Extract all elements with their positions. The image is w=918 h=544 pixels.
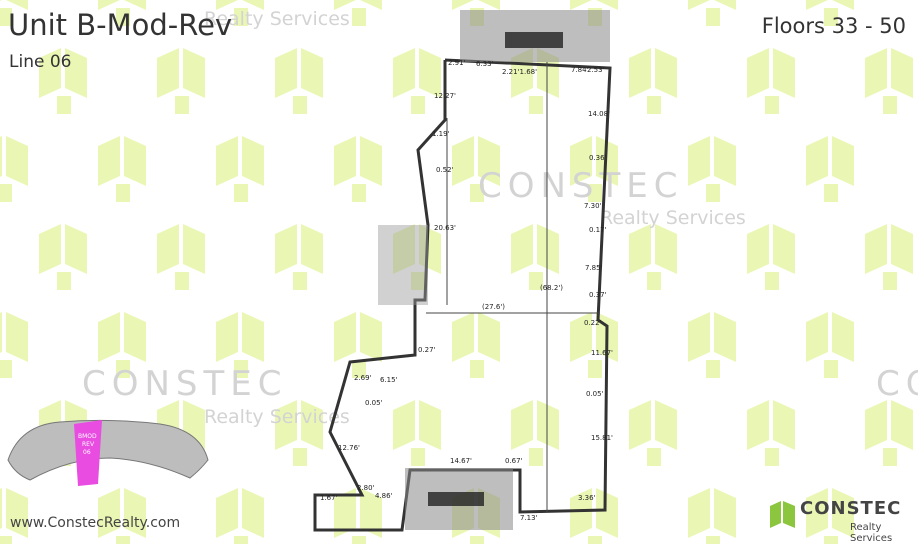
dim-label: 6.33' xyxy=(476,60,494,68)
dim-label: 2.91' xyxy=(448,59,466,67)
website-url[interactable]: www.ConstecRealty.com xyxy=(10,515,181,531)
dim-label: 0.36' xyxy=(589,154,607,162)
watermark-shape xyxy=(0,312,28,378)
watermark-constec: CO xyxy=(876,364,918,404)
balcony-north-shading xyxy=(505,32,563,48)
watermark-shape xyxy=(157,48,205,114)
dim-label: 7.13' xyxy=(520,514,538,522)
keyplan-unit-label: BMOD xyxy=(78,433,97,440)
unit-title: Unit B-Mod-Rev xyxy=(8,8,233,42)
watermark-constec: CONSTEC xyxy=(82,364,288,404)
dim-label: 0.05' xyxy=(365,399,383,407)
dim-label: (27.6') xyxy=(482,303,505,311)
dim-label: 1.67' xyxy=(320,494,338,502)
balcony-south-shading xyxy=(428,492,484,506)
watermark-shape xyxy=(865,224,913,290)
building-key-plan: BMOD REV 06 xyxy=(7,419,209,486)
constec-logo: CONSTEC Realty Services xyxy=(768,494,913,544)
floor-plan-drawing: 2.91' 6.33' 7.84' 2.53' 2.21'1.68' 12.27… xyxy=(313,10,613,532)
watermark-shape xyxy=(747,224,795,290)
watermark-shape xyxy=(157,224,205,290)
dim-label: 2.21'1.68' xyxy=(502,68,537,76)
dim-label: 7.85' xyxy=(585,264,603,272)
dim-label: 2.80' xyxy=(357,484,375,492)
dim-label: 12.76' xyxy=(338,444,360,452)
watermark-shape xyxy=(39,224,87,290)
dim-label: 20.63' xyxy=(434,224,456,232)
dim-label: 12.27' xyxy=(434,92,456,100)
watermark-realty: Realty Services xyxy=(600,207,746,229)
watermark-shape xyxy=(688,312,736,378)
dim-label: 1.19' xyxy=(432,130,450,138)
watermark-shape xyxy=(747,400,795,466)
dim-label: 7.30' xyxy=(584,202,602,210)
dim-label: 15.81' xyxy=(591,434,613,442)
dim-label: 3.36' xyxy=(578,494,596,502)
watermark-shape xyxy=(806,312,854,378)
dim-label: 0.67' xyxy=(505,457,523,465)
entry-stair xyxy=(378,225,428,305)
building-footprint xyxy=(7,419,209,481)
watermark-shape xyxy=(688,488,736,544)
keyplan-unit-label: REV xyxy=(82,441,95,448)
unit-highlight xyxy=(74,420,102,486)
watermark-shape xyxy=(865,400,913,466)
dim-label: 7.84' xyxy=(571,66,589,74)
dim-label: 0.37' xyxy=(589,291,607,299)
watermark-shape xyxy=(216,488,264,544)
dim-label: 2.53' xyxy=(587,66,605,74)
dim-label: 2.69' xyxy=(354,374,372,382)
watermark-realty: Realty Services xyxy=(204,8,350,30)
dim-label: 6.15' xyxy=(380,376,398,384)
dim-label: 0.27' xyxy=(418,346,436,354)
watermark-shape xyxy=(747,48,795,114)
dim-label: 14.08' xyxy=(588,110,610,118)
floors-range: Floors 33 - 50 xyxy=(761,14,906,38)
watermark-constec: CONSTEC xyxy=(478,166,684,206)
dim-label: (68.2') xyxy=(540,284,563,292)
constec-logo-icon xyxy=(770,501,795,528)
watermark-shape xyxy=(688,136,736,202)
watermark-shape xyxy=(688,0,736,26)
dim-label: 0.52' xyxy=(436,166,454,174)
logo-wordmark: CONSTEC xyxy=(800,498,902,519)
keyplan-unit-label: 06 xyxy=(83,449,91,456)
dim-label: 0.05' xyxy=(586,390,604,398)
watermark-realty: Realty Services xyxy=(204,406,350,428)
dim-label: 14.67' xyxy=(450,457,472,465)
dim-label: 0.17' xyxy=(589,226,607,234)
logo-tagline: Realty Services xyxy=(850,522,893,544)
watermark-shape xyxy=(0,136,28,202)
dim-label: 0.22' xyxy=(584,319,602,327)
dim-label: 11.67' xyxy=(591,349,613,357)
floor-plan-outline xyxy=(313,58,612,532)
watermark-shape xyxy=(216,136,264,202)
unit-line: Line 06 xyxy=(9,52,72,72)
dim-label: 4.86' xyxy=(375,492,393,500)
watermark-shape xyxy=(806,136,854,202)
watermark-shape xyxy=(865,48,913,114)
watermark-shape xyxy=(98,136,146,202)
